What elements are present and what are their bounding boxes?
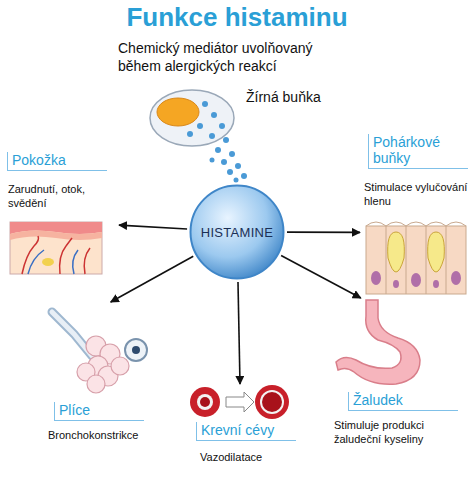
arrow-connector	[281, 256, 361, 298]
mast-cell	[150, 90, 247, 183]
histamine-circle: HISTAMINE	[189, 184, 285, 280]
stomach-illustration	[336, 300, 420, 384]
arrow-connector	[119, 225, 187, 229]
goblet-cells-illustration	[366, 222, 466, 294]
diagram-title: Funkce histaminu	[0, 2, 474, 33]
blood-vessel-illustration	[190, 385, 289, 419]
subtitle-label: Chemický mediátor uvolňovaný během alerg…	[118, 40, 358, 75]
stomach-target: ŽaludekStimuluje produkci žaludeční kyse…	[330, 298, 470, 462]
node-body: Zarudnutí, otok, svědění	[8, 182, 116, 211]
vessel-target: Krevní cévyVazodilatace	[178, 384, 302, 476]
node-body: Vazodilatace	[200, 450, 300, 464]
mast-cell: Žírná buňka	[150, 85, 340, 153]
goblet-target: Pohárkové buňkyStimulace vylučování hlen…	[360, 134, 470, 298]
node-body: Stimulace vylučování hlenu	[364, 180, 468, 209]
cell-label: Žírná buňka	[246, 89, 336, 105]
node-body: Stimuluje produkci žaludeční kyseliny	[334, 418, 468, 447]
node-heading: Pohárkové buňky	[368, 134, 468, 169]
arrow-connector	[287, 231, 360, 233]
arrow-connector	[111, 256, 194, 302]
node-heading: HISTAMINE	[189, 225, 285, 240]
node-heading: Pokožka	[7, 152, 107, 171]
lung-alveoli-illustration	[52, 312, 147, 393]
arrow-connector	[238, 282, 240, 384]
node-body: Bronchokonstrikce	[48, 428, 152, 442]
node-heading: Žaludek	[348, 392, 458, 411]
skin-target: PokožkaZarudnutí, otok, svědění	[5, 152, 119, 278]
lung-target: PlíceBronchokonstrikce	[40, 302, 154, 452]
skin-illustration	[10, 222, 102, 274]
node-heading: Krevní cévy	[196, 422, 296, 441]
node-heading: Plíce	[54, 402, 144, 421]
